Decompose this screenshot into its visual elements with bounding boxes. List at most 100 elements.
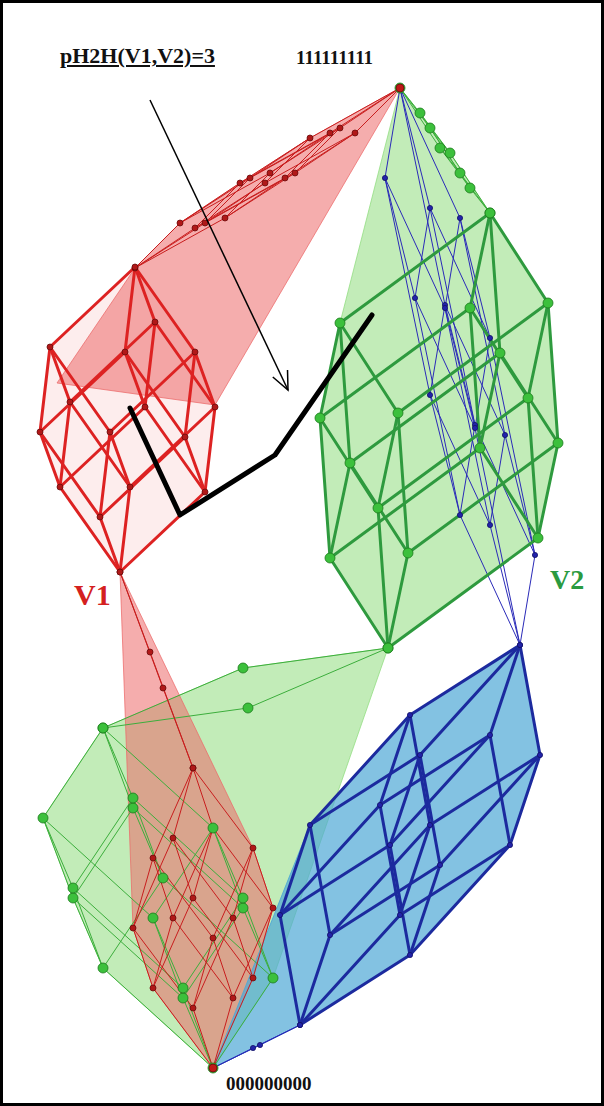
red-vertex [127, 484, 133, 490]
blue-edges [475, 425, 535, 555]
green-vertex [38, 813, 48, 823]
red-subcube [135, 267, 155, 322]
red-vertex [147, 649, 153, 655]
green-vertex [415, 108, 425, 118]
green-vertex [98, 723, 108, 733]
blue-edges [475, 428, 520, 645]
red-subcube [125, 352, 185, 437]
green-vertex [268, 973, 278, 983]
blue-subcube [380, 715, 410, 805]
green-vertex [425, 123, 435, 133]
red-subcube [205, 407, 215, 492]
red-subcube [50, 347, 70, 402]
blue-vertex [412, 295, 417, 300]
extreme-vertex [209, 1064, 217, 1072]
red-vertex [130, 925, 136, 931]
blue-subcube [510, 755, 540, 845]
red-subcube [155, 322, 215, 407]
red-edges [153, 988, 213, 1068]
distance-label: pH2H(V1,V2)=3 [60, 44, 215, 68]
green-vertex [98, 963, 108, 973]
green-edges [73, 798, 133, 888]
green-subcube [490, 213, 548, 303]
red-edges [153, 768, 193, 858]
vertex-dots [37, 83, 563, 1073]
blue-edges [430, 208, 490, 338]
blue-subcube [430, 755, 540, 825]
blue-subcube [330, 825, 430, 935]
blue-vertex [532, 552, 537, 557]
red-edges [135, 218, 225, 268]
green-edges [450, 153, 490, 213]
green-vertex [325, 553, 335, 563]
red-edges [250, 128, 340, 178]
blue-vertex [427, 205, 432, 210]
red-vertex [192, 349, 198, 355]
green-subcube [320, 418, 378, 508]
red-vertex [152, 319, 158, 325]
red-edges [193, 1008, 213, 1068]
red-vertex [132, 264, 138, 270]
green-edges [243, 648, 388, 668]
green-subcube [388, 538, 538, 648]
arrow-head [273, 370, 288, 390]
red-edges [193, 768, 253, 848]
green-subcube [528, 398, 538, 538]
red-subcube [100, 437, 185, 517]
green-vertex [208, 1063, 218, 1073]
blue-vertex [327, 932, 332, 937]
green-vertex [98, 723, 108, 733]
red-edges [120, 572, 163, 688]
green-edges [133, 808, 163, 878]
green-subcube [388, 553, 408, 648]
blue-subcube [300, 935, 330, 1025]
red-edges [250, 138, 310, 178]
blue-vertex [517, 642, 522, 647]
green-edges [103, 968, 213, 1068]
green-vertex [178, 983, 188, 993]
red-subcube [100, 432, 110, 517]
blue-subcube [310, 715, 410, 825]
green-vertex [158, 873, 168, 883]
green-vertex [315, 413, 325, 423]
green-vertex [533, 533, 543, 543]
red-edges [213, 998, 233, 1068]
blue-vertex [297, 1022, 302, 1027]
red-edges [153, 858, 173, 918]
green-edges [103, 708, 248, 728]
blue-vertex [277, 912, 282, 917]
green-vertex [208, 823, 218, 833]
green-edges [103, 668, 243, 728]
shortest-path [130, 315, 372, 515]
red-vertex [397, 85, 403, 91]
blue-edges [445, 218, 460, 308]
red-subcube [40, 347, 50, 432]
blue-edges [490, 435, 505, 525]
green-edges [153, 828, 213, 918]
red-edges [133, 928, 153, 988]
red-vertex [170, 915, 176, 921]
green-vertex [243, 703, 253, 713]
red-vertex [97, 514, 103, 520]
red-vertex [212, 404, 218, 410]
green-vertex [68, 893, 78, 903]
red-edges [295, 133, 355, 173]
blue-edges [520, 555, 535, 645]
red-edges [120, 572, 150, 652]
green-vertex [523, 393, 533, 403]
red-region [40, 267, 215, 572]
green-edges [213, 978, 273, 1068]
blue-edges [415, 208, 430, 298]
red-vertex [132, 265, 138, 271]
set-label: V1 [74, 578, 111, 611]
red-edges [253, 908, 273, 978]
green-vertex [383, 643, 393, 653]
blue-vertex [437, 862, 442, 867]
blue-subcube [400, 825, 430, 915]
red-vertex [192, 225, 198, 231]
red-edges [225, 173, 295, 218]
green-subcube [320, 418, 330, 558]
green-vertex [335, 318, 345, 328]
cube-edges [40, 213, 558, 1025]
